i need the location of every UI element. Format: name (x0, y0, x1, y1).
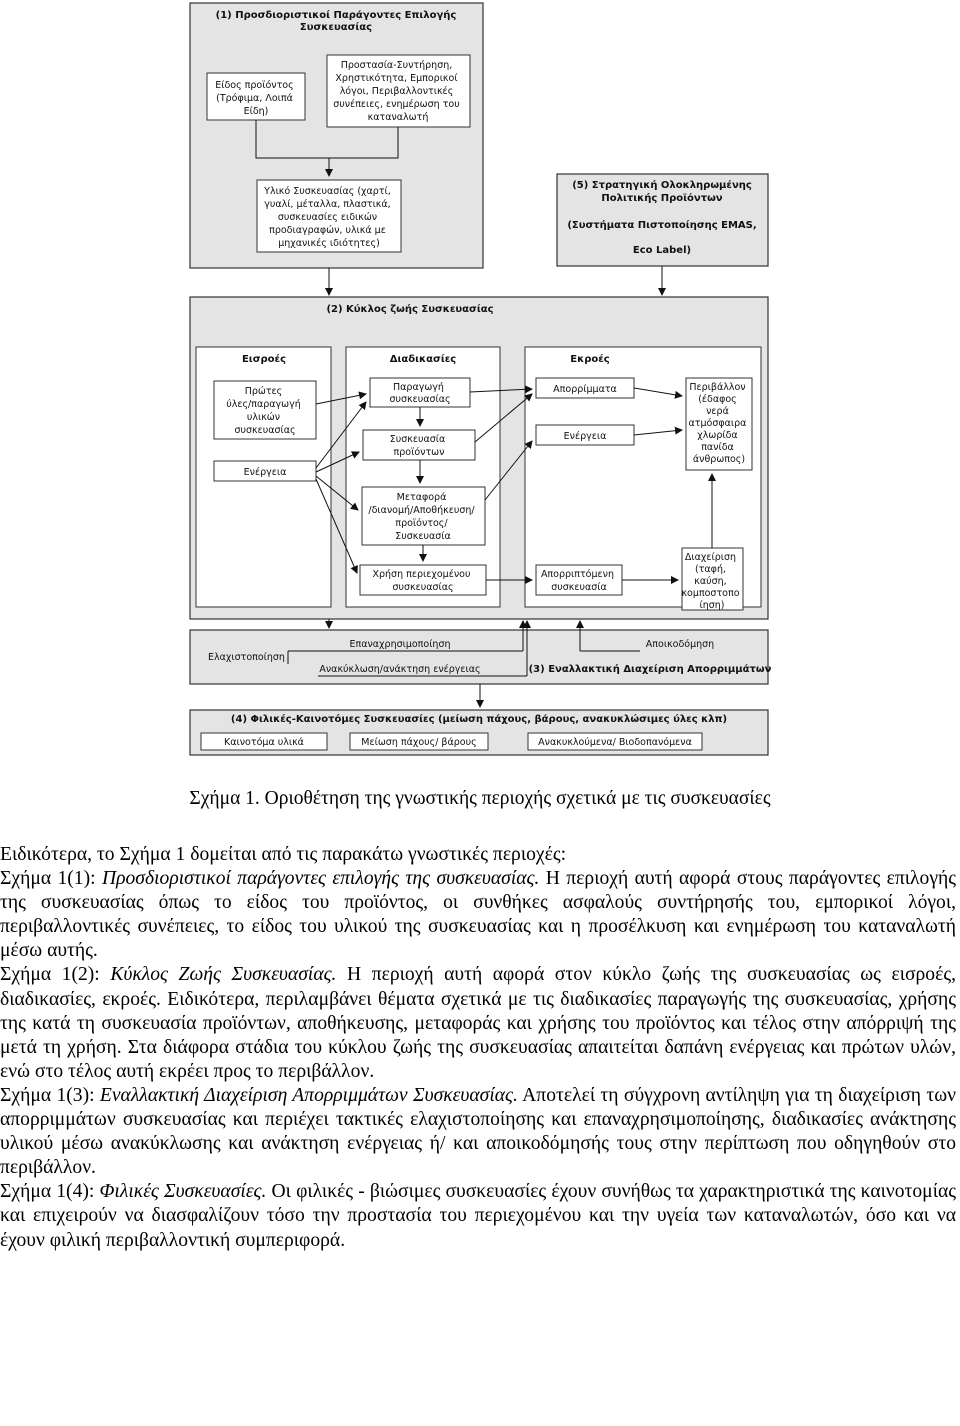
section-5-eco: Eco Label) (633, 245, 691, 256)
paragraph-2: Σχήμα 1(2): Κύκλος Ζωής Συσκευασίας. Η π… (0, 963, 956, 1083)
p1-title: Προσδιοριστικοί παράγοντες επιλογής της … (101, 868, 540, 890)
connector-protection (329, 127, 399, 159)
p3-body: Αποτελεί τη σύγχρονη αντίληψη για τη δια… (0, 1084, 956, 1179)
section-3-title: (3) Εναλλακτική Διαχείριση Απορριμμάτων (529, 663, 772, 675)
p4-title: Φιλικές Συσκευασίες. (99, 1181, 267, 1203)
product-kind-box (206, 72, 306, 121)
section-2-title: (2) Κύκλος ζωής Συσκευασίας (326, 303, 493, 315)
recyclable-text: Ανακυκλούμενα/ Βιοδοπανόμενα (538, 737, 692, 748)
figure-caption: Σχήμα 1. Οριοθέτηση της γνωστικής περιοχ… (189, 788, 771, 809)
body-text: Ειδικότερα, το Σχήμα 1 δομείται από τις … (0, 843, 956, 1253)
use-text: Χρήση περιεχομένου συσκευασίας (373, 569, 474, 593)
management-text: Διαχείριση (ταφή, καύση, κομποστοπο ίηση… (681, 552, 742, 611)
arrow-packaging-to-waste (474, 393, 533, 443)
innovative-materials-box (200, 732, 328, 751)
arrow-energy-to-transport (315, 475, 359, 511)
section-1-title-2: Συσκευασίας (300, 21, 372, 33)
packaging-products-box (362, 429, 476, 461)
raw-materials-text: Πρώτες ύλες/παραγωγή υλικών συσκευασίας (226, 386, 304, 436)
environment-box (685, 377, 753, 471)
p1-label: Σχήμα 1(1): (0, 868, 102, 890)
paragraph-3: Σχήμα 1(3): Εναλλακτική Διαχείριση Απορρ… (0, 1084, 956, 1180)
protection-text: Προστασία-Συντήρηση, Χρηστικότητα, Εμπορ… (333, 60, 463, 123)
p1-body: Η περιοχή αυτή αφορά στους παράγοντες επ… (0, 868, 956, 962)
p4-label: Σχήμα 1(4): (0, 1181, 100, 1203)
p3-title: Εναλλακτική Διαχείριση Απορριμμάτων Συσκ… (99, 1084, 518, 1106)
minimize-text: Ελαχιστοποίηση (208, 652, 285, 663)
section-4-title: (4) Φιλικές-Καινοτόμες Συσκευασίες (μείω… (231, 713, 727, 725)
thickness-text: Μείωση πάχους/ βάρους (361, 737, 476, 748)
use-box (359, 564, 487, 596)
arrow-energy-to-use (315, 478, 358, 574)
energy-input-box (213, 460, 317, 482)
packaging-products-text: Συσκευασία προϊόντων (390, 434, 449, 458)
inputs-label: Εισροές (242, 353, 286, 365)
energy-input-text: Ενέργεια (244, 467, 287, 478)
raw-materials-box (213, 380, 317, 440)
transport-box (361, 486, 486, 546)
innovative-materials-text: Καινοτόμα υλικά (224, 737, 304, 748)
arrow-transport-to-energy (484, 440, 533, 501)
p2-title: Κύκλος Ζωής Συσκευασίας. (110, 964, 337, 986)
packaging-diagram: (1) Προσδιοριστικοί Παράγοντες Επιλογής … (189, 2, 772, 756)
p2-label: Σχήμα 1(2): (0, 964, 111, 986)
arrow-raw-to-production (315, 391, 367, 405)
arrow-energy-to-packaging (315, 451, 360, 473)
reuse-text: Επαναχρησιμοποίηση (350, 639, 451, 650)
connector-product-kind (255, 120, 333, 177)
p4-body: Οι φιλικές - βιώσιμες συσκευασίες έχουν … (0, 1181, 956, 1251)
arrow-energy-to-environment (633, 426, 683, 436)
material-text: Υλικό Συσκευασίας (χαρτί, γυαλί, μέταλλα… (263, 186, 394, 249)
material-box (256, 179, 402, 253)
section-5-box (556, 173, 769, 267)
arrow-energy-to-production (315, 401, 367, 469)
disposed-text: Απορριπτόμενη συσκευασία (541, 569, 617, 593)
recyclable-box (527, 732, 703, 751)
section-1-title: (1) Προσδιοριστικοί Παράγοντες Επιλογής (216, 9, 457, 21)
product-kind-text: Είδος προϊόντος (Τρόφιμα, Λοιπά Είδη) (215, 80, 296, 117)
transport-text: Μεταφορά /διανομή/Αποθήκευση/ προϊόντος/… (368, 492, 477, 542)
section-5-title: (5) Στρατηγική Ολοκληρωμένης (572, 179, 752, 191)
recycle-text: Ανακύκλωση/ανάκτηση ενέργειας (319, 664, 480, 675)
production-text: Παραγωγή συσκευασίας (389, 382, 450, 405)
thickness-box (349, 732, 489, 751)
p2-body: Η περιοχή αυτή αφορά στον κύκλο ζωής της… (0, 964, 956, 1082)
disposed-box (535, 564, 623, 596)
section-5-title-2: Πολιτικής Προϊόντων (601, 192, 722, 204)
environment-text: Περιβάλλον (έδαφος νερά ατμόσφαιρα χλωρί… (689, 382, 750, 465)
outputs-label: Εκροές (570, 353, 610, 365)
waste-text: Απορρίμματα (553, 384, 617, 395)
intro-paragraph: Ειδικότερα, το Σχήμα 1 δομείται από τις … (0, 844, 567, 865)
p3-label: Σχήμα 1(3): (0, 1084, 100, 1106)
section-3-box (189, 629, 769, 685)
paragraph-4: Σχήμα 1(4): Φιλικές Συσκευασίες. Οι φιλι… (0, 1180, 956, 1252)
recover-text: Αποικοδόμηση (646, 639, 714, 650)
processes-label: Διαδικασίες (390, 353, 456, 365)
arrow-production-to-waste (469, 385, 533, 394)
section-5-sub: (Συστήματα Πιστοποίησης EMAS, (567, 219, 756, 231)
paragraph-1: Σχήμα 1(1): Προσδιοριστικοί παράγοντες ε… (0, 867, 956, 963)
arrow-waste-to-environment (633, 387, 683, 399)
energy-output-text: Ενέργεια (564, 431, 607, 442)
